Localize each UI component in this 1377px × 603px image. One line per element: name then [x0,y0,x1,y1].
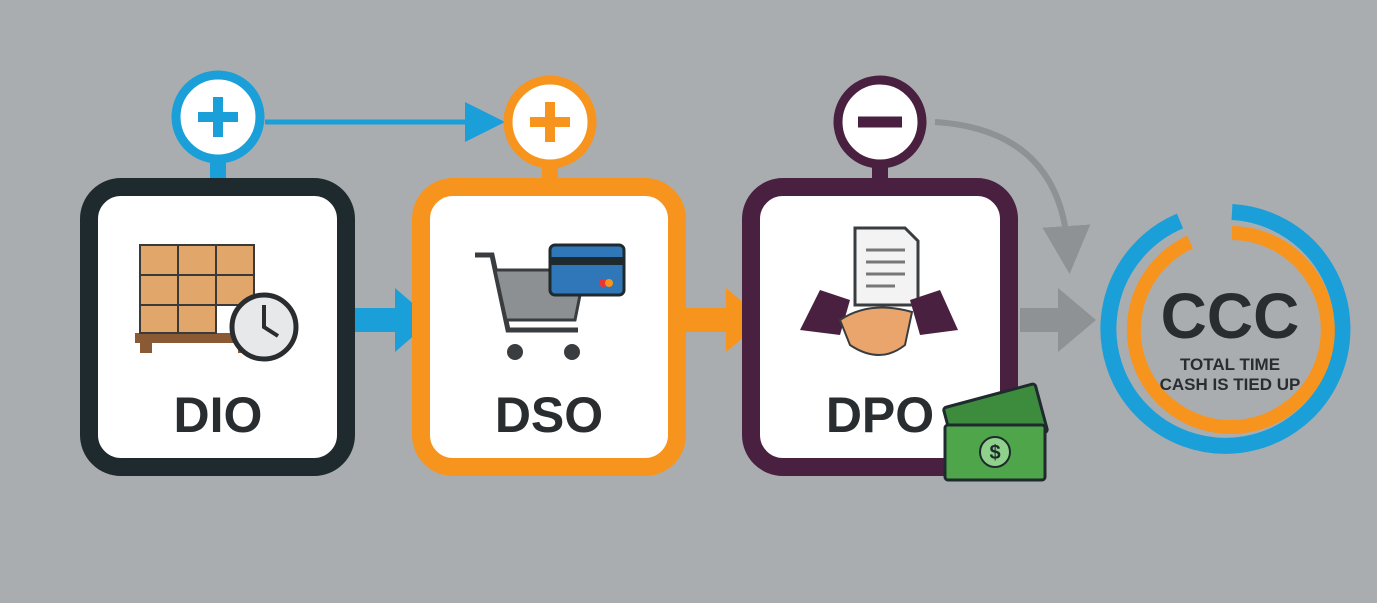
money-icon: $ [942,382,1049,482]
stage-dpo: $ DPO [742,75,1049,482]
dpo-to-ccc-curved-arrow [934,119,1091,274]
stage-label: DIO [174,387,263,443]
stage-dio: DIO [80,70,355,476]
plus-icon [530,102,570,142]
ccc-subtitle-line1: TOTAL TIME [1180,355,1280,374]
pallet-boxes-clock-icon [135,244,299,362]
ccc-outer-ring [1100,204,1351,454]
plus-icon [198,97,238,137]
stage-dso: DSO [412,75,686,476]
svg-text:$: $ [989,442,1000,464]
shopping-cart-credit-card-icon [475,243,626,360]
ccc-title: CCC [1161,280,1300,352]
ccc-subtitle-line2: CASH IS TIED UP [1160,375,1301,394]
ccc-inner-ring [1126,226,1335,434]
stage-label: DSO [495,387,603,443]
ccc-result: CCC TOTAL TIME CASH IS TIED UP [1100,204,1351,454]
handshake-document-money-icon: $ [800,226,1049,482]
dpo-to-ccc-arrow [1020,288,1096,352]
stage-label: DPO [826,387,934,443]
